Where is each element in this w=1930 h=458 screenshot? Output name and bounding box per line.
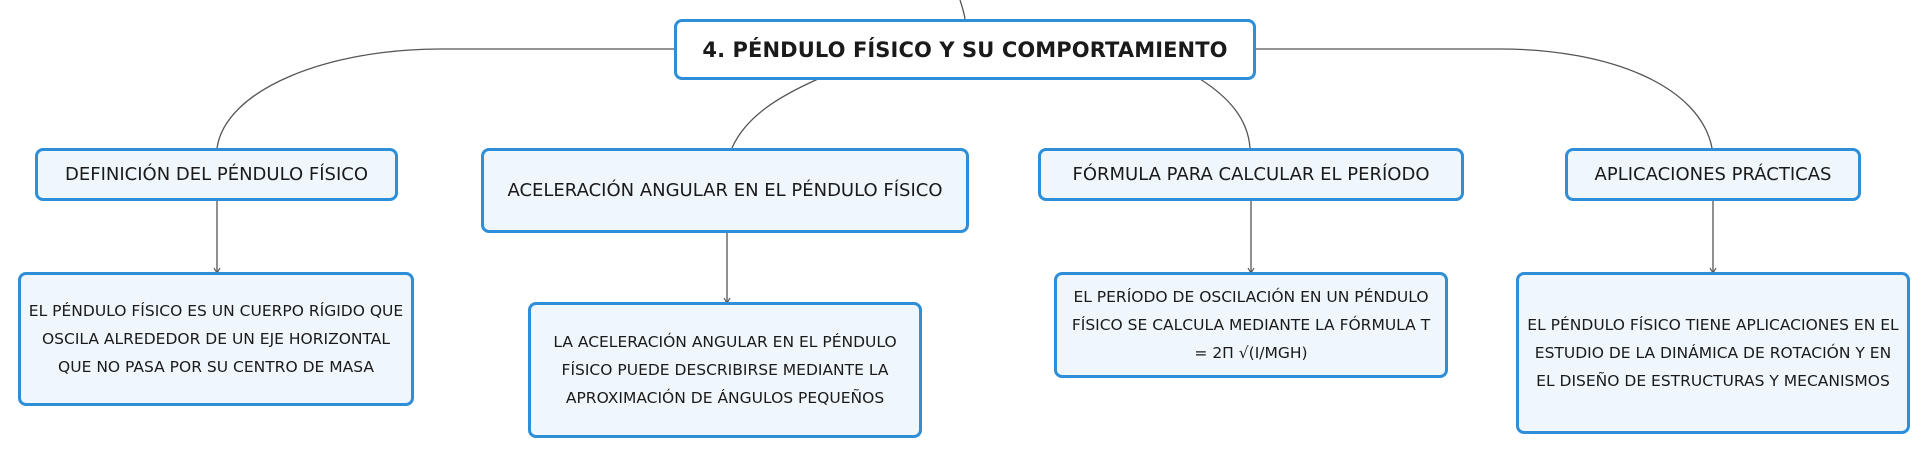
subtopic-definicion[interactable]: DEFINICIÓN DEL PÉNDULO FÍSICO xyxy=(35,148,398,201)
subtopic-label: APLICACIONES PRÁCTICAS xyxy=(1594,164,1832,185)
detail-formula-periodo[interactable]: EL PERÍODO DE OSCILACIÓN EN UN PÉNDULO F… xyxy=(1054,272,1448,378)
central-topic-label: 4. PÉNDULO FÍSICO Y SU COMPORTAMIENTO xyxy=(702,37,1228,62)
detail-text: EL PÉNDULO FÍSICO TIENE APLICACIONES EN … xyxy=(1527,316,1899,390)
connector-central-branch-3 xyxy=(1199,78,1251,149)
subtopic-aplicaciones[interactable]: APLICACIONES PRÁCTICAS xyxy=(1565,148,1861,201)
connector-central-branch-2 xyxy=(731,78,819,149)
subtopic-label: ACELERACIÓN ANGULAR EN EL PÉNDULO FÍSICO xyxy=(507,180,943,201)
detail-definicion[interactable]: EL PÉNDULO FÍSICO ES UN CUERPO RÍGIDO QU… xyxy=(18,272,414,406)
detail-text: EL PÉNDULO FÍSICO ES UN CUERPO RÍGIDO QU… xyxy=(28,302,404,376)
connector-parent xyxy=(959,0,966,20)
subtopic-formula-periodo[interactable]: FÓRMULA PARA CALCULAR EL PERÍODO xyxy=(1038,148,1464,201)
detail-text: LA ACELERACIÓN ANGULAR EN EL PÉNDULO FÍS… xyxy=(553,333,897,407)
connector-central-branch-4 xyxy=(1256,48,1713,149)
connector-central-branch-1 xyxy=(216,48,676,149)
central-topic[interactable]: 4. PÉNDULO FÍSICO Y SU COMPORTAMIENTO xyxy=(674,19,1256,80)
subtopic-aceleracion-angular[interactable]: ACELERACIÓN ANGULAR EN EL PÉNDULO FÍSICO xyxy=(481,148,969,233)
detail-aplicaciones[interactable]: EL PÉNDULO FÍSICO TIENE APLICACIONES EN … xyxy=(1516,272,1910,434)
detail-text: EL PERÍODO DE OSCILACIÓN EN UN PÉNDULO F… xyxy=(1071,288,1431,362)
detail-aceleracion-angular[interactable]: LA ACELERACIÓN ANGULAR EN EL PÉNDULO FÍS… xyxy=(528,302,922,438)
subtopic-label: FÓRMULA PARA CALCULAR EL PERÍODO xyxy=(1072,164,1430,185)
subtopic-label: DEFINICIÓN DEL PÉNDULO FÍSICO xyxy=(64,164,369,185)
